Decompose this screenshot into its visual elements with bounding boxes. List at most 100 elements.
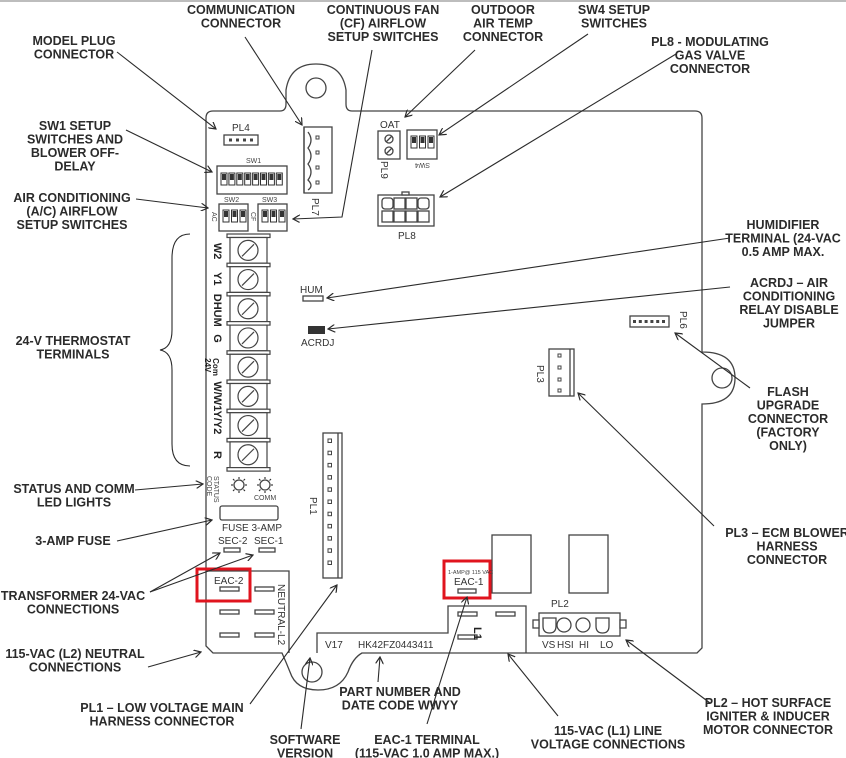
pl4-label: PL4	[232, 123, 250, 134]
svg-text:Y1: Y1	[211, 272, 223, 285]
pin	[662, 320, 665, 323]
pl2-label: PL2	[551, 599, 569, 610]
sw2-label: SW2	[224, 197, 239, 204]
pl2-pin-label-hi: HI	[579, 640, 589, 651]
acrdj-jumper[interactable]: ACRDJ	[301, 326, 334, 349]
code-label: CODE	[205, 476, 212, 497]
callout-line: DATE CODE WWYY	[342, 699, 459, 713]
eac1-label: EAC-1	[454, 577, 484, 588]
callout-line: CONNECTOR	[747, 553, 827, 567]
thermostat-brace	[159, 233, 191, 467]
callout-line: CONTINUOUS FAN	[327, 3, 440, 17]
pl1-harness-connector[interactable]: PL1	[307, 432, 343, 579]
callout-line: 3-AMP FUSE	[35, 534, 110, 548]
pl3-ecm-connector[interactable]: PL3	[534, 348, 575, 397]
hum-terminal[interactable]: HUM	[300, 285, 324, 302]
callout-line: EAC-1 TERMINAL	[374, 733, 480, 747]
callout-fuse: 3-AMP FUSE	[35, 534, 110, 548]
terminal-w-w1[interactable]: W/W1	[211, 379, 271, 411]
pl2-pin-label-lo: LO	[600, 640, 614, 651]
callout-line: JUMPER	[763, 317, 815, 331]
sw3-label: SW3	[262, 197, 277, 204]
callout-line: TRANSFORMER 24-VAC	[1, 589, 145, 603]
sec1-terminal[interactable]: SEC-1	[254, 536, 284, 553]
fuse[interactable]: FUSE 3-AMP	[219, 505, 282, 534]
sw3-dip-switch[interactable]: SW3 CF	[249, 197, 288, 232]
callout-line: (115-VAC 1.0 AMP MAX.)	[355, 747, 499, 758]
terminal-r[interactable]: R	[211, 437, 271, 469]
comm-led-icon	[257, 477, 273, 493]
pl9-oat-connector[interactable]: OAT PL9	[377, 120, 401, 179]
callout-line: MOTOR CONNECTOR	[703, 723, 833, 737]
pin	[327, 438, 332, 443]
callout-line: HARNESS CONNECTOR	[90, 715, 235, 729]
oat-label: OAT	[380, 120, 400, 131]
callout-line: SETUP SWITCHES	[328, 30, 439, 44]
pl4-connector[interactable]: PL4	[223, 123, 259, 146]
svg-text:24V: 24V	[203, 358, 212, 373]
ac-label: AC	[210, 212, 217, 222]
svg-text:R: R	[211, 451, 223, 459]
callout-line: STATUS AND COMM	[13, 482, 134, 496]
acrdj-label: ACRDJ	[301, 338, 334, 349]
callout-line: OUTDOOR	[471, 3, 535, 17]
pl2-pin-label-hsi: HSI	[557, 640, 574, 651]
pin	[327, 475, 332, 480]
pl6-flash-connector[interactable]: PL6	[629, 311, 688, 329]
eac1-terminal[interactable]: 1-AMP@ 115 VAC EAC-1	[442, 559, 493, 600]
leader-lines	[116, 33, 751, 730]
pin	[327, 487, 332, 492]
callout-line: SOFTWARE	[270, 733, 341, 747]
pl6-label: PL6	[677, 311, 688, 329]
callout-line: PL2 – HOT SURFACE	[705, 696, 831, 710]
sw2-dip-switch[interactable]: SW2 AC	[210, 197, 249, 232]
status-led-icon	[231, 477, 247, 493]
pl7-connector[interactable]: PL7	[303, 126, 333, 216]
callout-line: SETUP SWITCHES	[17, 218, 128, 232]
relay-2	[568, 534, 609, 594]
terminal-y1[interactable]: Y1	[211, 262, 271, 294]
sw1-label: SW1	[246, 158, 261, 165]
pl1-label: PL1	[307, 497, 318, 515]
terminal-y-y2[interactable]: Y/Y2	[211, 408, 271, 440]
neutral-label: NEUTRAL-L2	[275, 584, 286, 646]
callout-line: TERMINALS	[37, 348, 110, 362]
callout-line: 115-VAC (L1) LINE	[554, 724, 662, 738]
pl8-connector[interactable]: PL8	[377, 191, 435, 242]
callout-line: IGNITER & INDUCER	[706, 710, 830, 724]
callout-line: TERMINAL (24-VAC	[725, 232, 841, 246]
callout-line: CONNECTOR	[748, 412, 828, 426]
part-number-value: HK42FZ0443411	[358, 640, 434, 651]
eac2-highlight	[195, 567, 252, 603]
sec1-label: SEC-1	[254, 536, 284, 547]
callout-line: LED LIGHTS	[37, 496, 111, 510]
terminal-dhum[interactable]: DHUM	[211, 291, 271, 327]
callout-line: AIR TEMP	[473, 17, 533, 31]
sec2-terminal[interactable]: SEC-2	[218, 536, 248, 553]
callout-line: CONNECTIONS	[29, 661, 121, 675]
callout-line: (FACTORY	[756, 426, 820, 440]
eac2-terminal[interactable]: EAC-2	[195, 567, 252, 603]
pl2-pin-label-vs: VS	[542, 640, 556, 651]
svg-text:Com: Com	[211, 358, 220, 376]
svg-text:DHUM: DHUM	[211, 294, 223, 327]
callout-line: CONNECTOR	[34, 48, 114, 62]
callout-line: CONNECTIONS	[27, 603, 119, 617]
sw1-dip-switch[interactable]: SW1	[216, 158, 288, 195]
sw4-dip-switch[interactable]: SW4	[406, 129, 438, 168]
terminal-g[interactable]: G	[211, 321, 271, 352]
callout-line: VOLTAGE CONNECTIONS	[531, 738, 685, 752]
pin	[633, 320, 636, 323]
terminal-w2[interactable]: W2	[211, 233, 271, 264]
